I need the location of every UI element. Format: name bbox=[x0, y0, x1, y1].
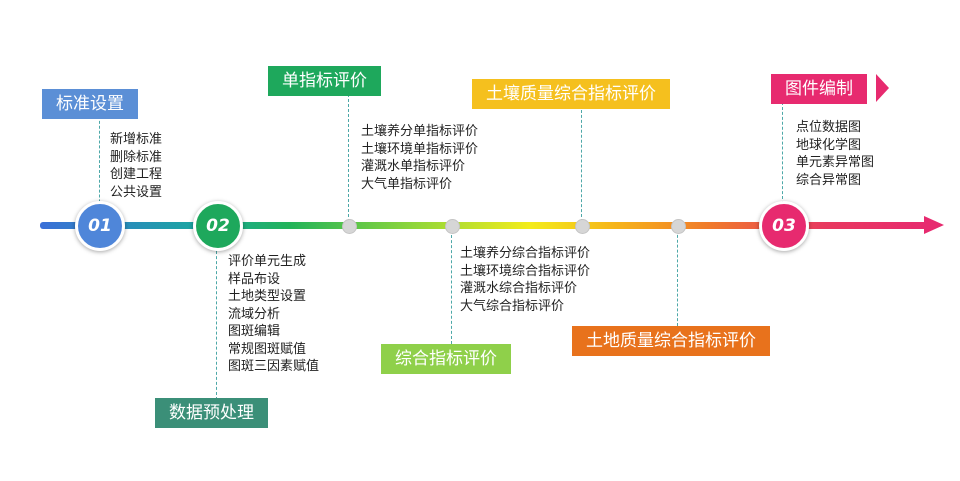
tag-map-editing: 图件编制 bbox=[771, 74, 867, 104]
connector-map-editing bbox=[782, 102, 783, 204]
list-item: 图斑三因素赋值 bbox=[228, 359, 320, 374]
list-item: 土壤养分单指标评价 bbox=[361, 124, 479, 139]
list-item: 样品布设 bbox=[228, 271, 281, 287]
flag-tail-icon bbox=[876, 74, 889, 102]
tag-standard-settings: 标准设置 bbox=[42, 89, 138, 119]
list-map-editing: 点位数据图 地球化学图 单元素异常图 综合异常图 bbox=[796, 119, 874, 189]
list-composite-eval: 土壤养分综合指标评价 土壤环境综合指标评价 灌溉水综合指标评价 大气综合指标评价 bbox=[460, 245, 590, 315]
list-item: 评价单元生成 bbox=[228, 254, 307, 269]
list-item: 流域分析 bbox=[228, 306, 281, 322]
list-item: 土地类型设置 bbox=[228, 289, 307, 304]
list-item: 常规图斑赋值 bbox=[228, 341, 307, 357]
list-item: 地球化学图 bbox=[796, 137, 862, 153]
timeline-dot bbox=[445, 219, 460, 234]
connector-composite-eval bbox=[451, 230, 452, 344]
tag-composite-eval: 综合指标评价 bbox=[381, 344, 511, 374]
list-item: 单元素异常图 bbox=[796, 155, 875, 170]
list-item: 灌溉水单指标评价 bbox=[361, 159, 466, 174]
connector-land-quality bbox=[677, 230, 678, 326]
timeline-dot bbox=[575, 219, 590, 234]
list-item: 大气综合指标评价 bbox=[460, 298, 565, 314]
list-item: 综合异常图 bbox=[796, 172, 862, 188]
list-item: 土壤环境综合指标评价 bbox=[460, 263, 591, 279]
list-item: 大气单指标评价 bbox=[361, 176, 453, 192]
list-item: 公共设置 bbox=[110, 184, 163, 200]
list-item: 图斑编辑 bbox=[228, 324, 281, 339]
list-item: 土壤养分综合指标评价 bbox=[460, 246, 591, 261]
connector-standard-settings bbox=[99, 116, 100, 222]
connector-soil-quality bbox=[581, 105, 582, 222]
list-item: 新增标准 bbox=[110, 132, 163, 147]
list-standard-settings: 新增标准 删除标准 创建工程 公共设置 bbox=[110, 131, 162, 201]
milestone-01: 01 bbox=[75, 201, 125, 251]
connector-single-eval bbox=[348, 94, 349, 222]
milestone-03: 03 bbox=[759, 201, 809, 251]
timeline-line bbox=[40, 222, 930, 229]
connector-data-preprocess bbox=[216, 246, 217, 400]
list-single-eval: 土壤养分单指标评价 土壤环境单指标评价 灌溉水单指标评价 大气单指标评价 bbox=[361, 123, 478, 193]
tag-soil-quality-eval: 土壤质量综合指标评价 bbox=[472, 79, 670, 109]
list-item: 删除标准 bbox=[110, 149, 163, 165]
list-item: 土壤环境单指标评价 bbox=[361, 141, 479, 157]
list-data-preprocess: 评价单元生成 样品布设 土地类型设置 流域分析 图斑编辑 常规图斑赋值 图斑三因… bbox=[228, 253, 319, 376]
milestone-02: 02 bbox=[193, 201, 243, 251]
list-item: 灌溉水综合指标评价 bbox=[460, 281, 578, 296]
timeline-dot bbox=[671, 219, 686, 234]
timeline-arrow-icon bbox=[924, 216, 944, 234]
tag-single-eval: 单指标评价 bbox=[268, 66, 381, 96]
list-item: 创建工程 bbox=[110, 167, 163, 182]
tag-land-quality-eval: 土地质量综合指标评价 bbox=[572, 326, 770, 356]
timeline-dot bbox=[342, 219, 357, 234]
tag-data-preprocess: 数据预处理 bbox=[155, 398, 268, 428]
list-item: 点位数据图 bbox=[796, 120, 862, 135]
